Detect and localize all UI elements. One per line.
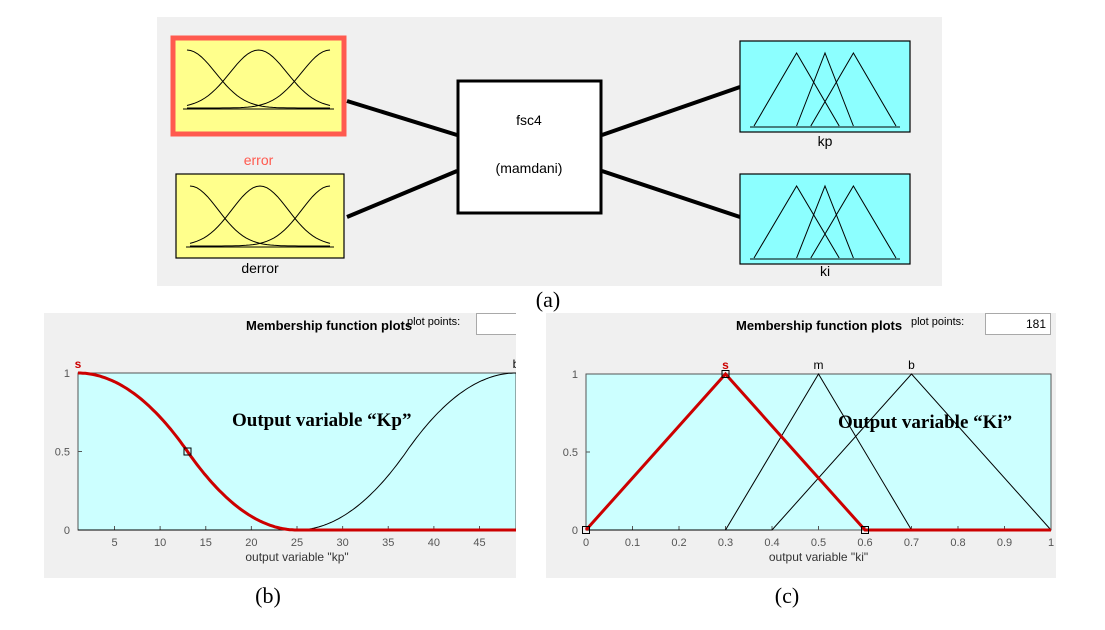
x-tick-label: 0.7: [904, 537, 919, 549]
x-tick-label: 0.2: [671, 537, 686, 549]
plot-points-label: plot points:: [911, 316, 965, 328]
mf-plot-kp[interactable]: 5 10 15 20 25 30 35 40 45 0 0.5 1 output variable "k…: [44, 313, 516, 578]
x-tick-label: 20: [245, 537, 257, 549]
fis-name: fsc4: [516, 112, 542, 128]
x-tick-label: 25: [291, 537, 303, 549]
mf-curve-s: [584, 371, 1051, 532]
y-tick-label: 1: [572, 369, 578, 381]
mf-name-s: s: [722, 358, 729, 372]
mf-vertex-marker: [721, 370, 730, 378]
x-axis-label: output variable "kp": [245, 550, 348, 564]
mf-name-b: b: [513, 357, 516, 371]
x-tick-label: 0.1: [625, 537, 640, 549]
x-tick-label: 0.3: [718, 537, 733, 549]
input-block-frame: [175, 173, 345, 259]
x-tick-label: 0.4: [764, 537, 779, 549]
output-block-frame: [739, 173, 911, 265]
mf-curve: [187, 49, 331, 109]
x-tick-label: 1: [1048, 537, 1054, 549]
mf-curve: [796, 51, 854, 127]
caption-b: (b): [255, 583, 281, 608]
y-tick-label: 0.5: [563, 447, 578, 459]
x-tick-label: 40: [428, 537, 440, 549]
mf-vertex-marker: [183, 447, 192, 456]
plot-area: [585, 373, 1052, 531]
output-block-ki[interactable]: [739, 173, 911, 265]
mf-vertex-marker: [582, 526, 590, 534]
fis-block-frame: [456, 79, 603, 215]
x-tick-label: 5: [111, 537, 117, 549]
fis-block[interactable]: fsc4 (mamdani): [456, 79, 603, 215]
mf-curve: [186, 49, 331, 106]
input-label: derror: [241, 260, 279, 276]
caption-c: (c): [774, 583, 800, 608]
mf-curve: [189, 185, 331, 244]
plot-points-input[interactable]: [476, 313, 516, 335]
output-block-frame: [739, 40, 911, 133]
mf-name-m: m: [814, 358, 824, 372]
fis-editor-panel: error derror fsc4 (mamdani) kp ki: [157, 17, 942, 286]
fis-diagram: error derror fsc4 (mamdani) kp ki: [170, 35, 911, 279]
connector-line: [601, 85, 741, 137]
mf-panel-kp: Membership function plots plot points: 5…: [44, 313, 516, 578]
y-tick-label: 1: [64, 368, 70, 380]
y-tick-label: 0: [64, 525, 70, 537]
output-label: kp: [818, 133, 833, 149]
x-tick-label: 0.5: [811, 537, 826, 549]
y-tick-label: 0: [572, 525, 578, 537]
mf-curve: [810, 52, 897, 127]
fis-type: (mamdani): [496, 160, 563, 176]
mf-curve: [190, 185, 331, 247]
overlay-label-ki: Output variable “Ki”: [838, 412, 1013, 433]
output-block-kp[interactable]: [739, 40, 911, 133]
x-tick-label: 0.6: [857, 537, 872, 549]
x-tick-label: 35: [382, 537, 394, 549]
x-tick-label: 0.9: [997, 537, 1012, 549]
x-tick-label: 15: [200, 537, 212, 549]
x-tick-label: 0.8: [950, 537, 965, 549]
x-tick-label: 10: [154, 537, 166, 549]
mf-curve-s: [78, 371, 516, 532]
mf-curve: [796, 184, 854, 259]
x-tick-label: 30: [337, 537, 349, 549]
connector-line: [346, 169, 458, 219]
input-block-derror[interactable]: [175, 173, 345, 259]
input-block-error[interactable]: [170, 35, 347, 137]
mf-plots-title: Membership function plots: [246, 318, 413, 333]
x-tick-label: 0: [583, 537, 589, 549]
overlay-label-kp: Output variable “Kp”: [232, 410, 412, 431]
mf-plot-ki[interactable]: 0 0.1 0.2 0.3 0.4 0.5 0.6 0.7 0.8 0.9 1 0 0.5 1 output…: [546, 313, 1056, 578]
mf-curve: [810, 185, 897, 259]
caption-a: (a): [535, 287, 561, 312]
plot-points-input[interactable]: [985, 313, 1051, 335]
mf-name-s: s: [75, 357, 82, 371]
mf-vertex-marker: [861, 526, 869, 534]
input-block-frame: [170, 35, 347, 137]
plot-area: [77, 372, 516, 531]
mf-name-b: b: [908, 358, 915, 372]
x-tick-label: 45: [473, 537, 485, 549]
connector-line: [601, 169, 741, 219]
input-label: error: [244, 152, 274, 168]
output-label: ki: [820, 263, 830, 279]
y-tick-label: 0.5: [55, 447, 70, 459]
mf-plots-title: Membership function plots: [736, 318, 903, 333]
plot-points-label: plot points:: [407, 316, 461, 328]
mf-curve-b: [586, 373, 1052, 531]
mf-panel-ki: Membership function plots plot points: 0…: [546, 313, 1056, 578]
connector-line: [346, 99, 458, 137]
x-axis-label: output variable "ki": [769, 550, 868, 564]
